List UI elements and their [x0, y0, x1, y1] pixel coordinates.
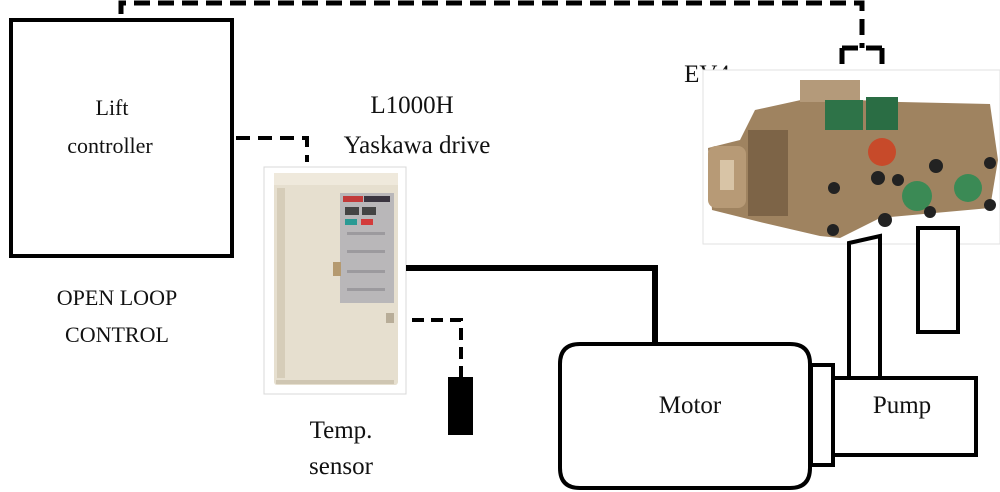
- temp-sensor-label-line1: Temp.: [310, 417, 373, 444]
- lift-controller-label-line2: controller: [67, 133, 153, 158]
- temp-sensor-label-line2: sensor: [309, 453, 374, 480]
- connection-controller-to-valve: [118, 0, 885, 100]
- drive-label-name: Yaskawa drive: [344, 132, 491, 159]
- drive-label-model: L1000H: [370, 92, 453, 119]
- open-loop-label-line2: CONTROL: [65, 322, 169, 347]
- motor-box[interactable]: Motor: [558, 342, 812, 490]
- pump-label: Pump: [873, 392, 931, 419]
- motor-label: Motor: [659, 392, 722, 419]
- temp-sensor-probe[interactable]: [448, 377, 473, 435]
- connection-drive-to-motor: [406, 265, 658, 344]
- open-loop-label-line1: OPEN LOOP: [57, 285, 177, 310]
- pump-box[interactable]: Pump: [831, 376, 978, 457]
- connection-drive-to-temp-sensor: [412, 318, 463, 377]
- lift-controller-box[interactable]: Lift controller: [9, 18, 234, 258]
- lift-controller-label-line1: Lift: [96, 95, 129, 120]
- connection-controller-to-drive: [236, 136, 309, 162]
- connection-pump-to-valve: [847, 226, 960, 378]
- yaskawa-drive-image[interactable]: [263, 166, 407, 395]
- motor-pump-coupling: [809, 363, 835, 467]
- ev4-valve-image[interactable]: [702, 69, 1000, 245]
